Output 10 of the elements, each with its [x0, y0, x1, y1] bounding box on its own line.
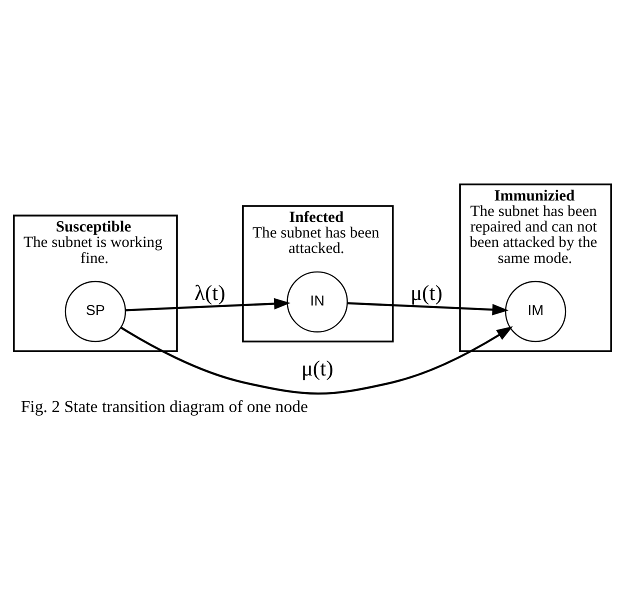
arrow — [120, 326, 513, 394]
node-circle: SP — [64, 280, 126, 342]
arrow — [348, 302, 509, 315]
edge-label: μ(t) — [410, 280, 442, 305]
edge-label: μ(t) — [301, 356, 334, 380]
node-circle: IN — [286, 270, 348, 332]
caption: Fig. 2 State transition diagram of one node — [20, 396, 308, 416]
node-circle: IM — [504, 280, 566, 342]
arrow — [126, 298, 290, 311]
edge-label: λ(t) — [194, 280, 226, 305]
